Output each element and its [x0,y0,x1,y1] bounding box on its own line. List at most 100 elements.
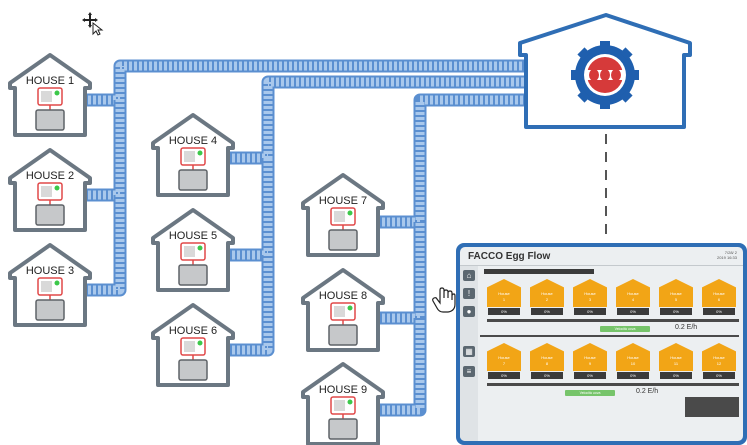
panel-house-number: 10 [630,361,636,366]
sensor-screen [41,91,52,102]
house-label: HOUSE 9 [319,384,367,396]
panel-house-number: 7 [502,361,506,366]
panel-datetime: 7/28/ 2 2019 16:33 [717,250,737,260]
house-9: HOUSE 9 [301,362,385,445]
conveyor-col1-c-inner [78,195,125,295]
panel-house-name: House [541,355,553,360]
house-1: HOUSE 1 [8,53,92,137]
row2-belt [487,383,739,386]
conveyor-col3 [372,93,528,229]
processing-plant [518,13,692,129]
home-icon[interactable]: ⌂ [463,270,475,281]
panel-house-name: House [584,291,596,296]
conveyor-col3-inner [372,95,528,227]
house-3: HOUSE 3 [8,243,92,327]
panel-house-name: House [541,291,553,296]
panel-sidebar: ⌂ ! ● ▦ ≡ [460,266,478,441]
egg-collector [328,324,358,346]
conveyor-network [78,59,528,417]
panel-house-name: House [498,291,510,296]
row1-rate-value: 0.2 E/h [675,324,698,331]
egg-collector [35,204,65,226]
panel-house-name: House [498,355,510,360]
house-label: HOUSE 1 [26,75,74,87]
panel-house-percent: 0% [574,308,606,315]
user-icon[interactable]: ● [463,306,475,317]
panel-house-name: House [670,291,682,296]
sensor-screen [184,246,195,257]
conveyor-col3-c-inner [372,318,425,415]
panel-house-name: House [713,291,725,296]
panel-divider [460,265,743,266]
panel-house-percent: 0% [531,372,563,379]
panel-house-percent: 0% [703,372,735,379]
panel-house-number: 5 [674,297,678,302]
sensor-light [54,280,60,286]
house-8: HOUSE 8 [301,268,385,352]
panel-house-number: 9 [588,361,592,366]
panel-house-percent: 0% [488,308,520,315]
panel-house-name: House [627,291,639,296]
conveyor-col2-inner [222,77,528,163]
panel-house-number: 2 [545,297,549,302]
panel-screen: FACCO Egg Flow 7/28/ 2 2019 16:33 ⌂ ! ● … [460,247,743,441]
egg-flow-panel: FACCO Egg Flow 7/28/ 2 2019 16:33 ⌂ ! ● … [456,243,747,445]
sensor-screen [184,151,195,162]
house-label: HOUSE 6 [169,325,217,337]
sensor-screen [334,400,345,411]
house-label: HOUSE 7 [319,195,367,207]
row1-rate-label: Velocità uova [600,326,650,332]
panel-house-number: 4 [631,297,635,302]
row2-rate-value: 0.2 E/h [636,388,659,395]
panel-status-bar [484,269,594,274]
house-2: HOUSE 2 [8,148,92,232]
house-label: HOUSE 3 [26,265,74,277]
sensor-light [197,150,203,156]
panel-datetime-line1: 7/28/ 2 [724,250,737,255]
panel-house-percent: 0% [660,372,692,379]
move-cursor-icon [82,12,104,36]
list-icon[interactable]: ≡ [463,366,475,377]
panel-house-number: 12 [716,361,722,366]
egg-collector [328,418,358,440]
house-label: HOUSE 2 [26,170,74,182]
panel-house-percent: 0% [531,308,563,315]
conveyor-col1-inner [78,61,528,105]
house-label: HOUSE 5 [169,230,217,242]
row1-belt [487,319,739,322]
sensor-light [347,305,353,311]
sensor-light [54,90,60,96]
sensor-screen [41,186,52,197]
sensor-light [54,185,60,191]
panel-house-percent: 0% [488,372,520,379]
panel-house-percent: 0% [574,372,606,379]
panel-house-percent: 0% [617,308,649,315]
panel-datetime-line2: 2019 16:33 [716,255,737,260]
warning-icon[interactable]: ! [463,288,475,299]
sensor-light [197,245,203,251]
house-7: HOUSE 7 [301,173,385,257]
panel-house-number: 3 [588,297,592,302]
panel-house-percent: 0% [660,308,692,315]
egg-collector [328,229,358,251]
panel-house-name: House [670,355,682,360]
panel-exit-belt [685,397,739,417]
sensor-light [197,340,203,346]
panel-house-number: 8 [545,361,549,366]
calendar-icon[interactable]: ▦ [463,346,475,357]
